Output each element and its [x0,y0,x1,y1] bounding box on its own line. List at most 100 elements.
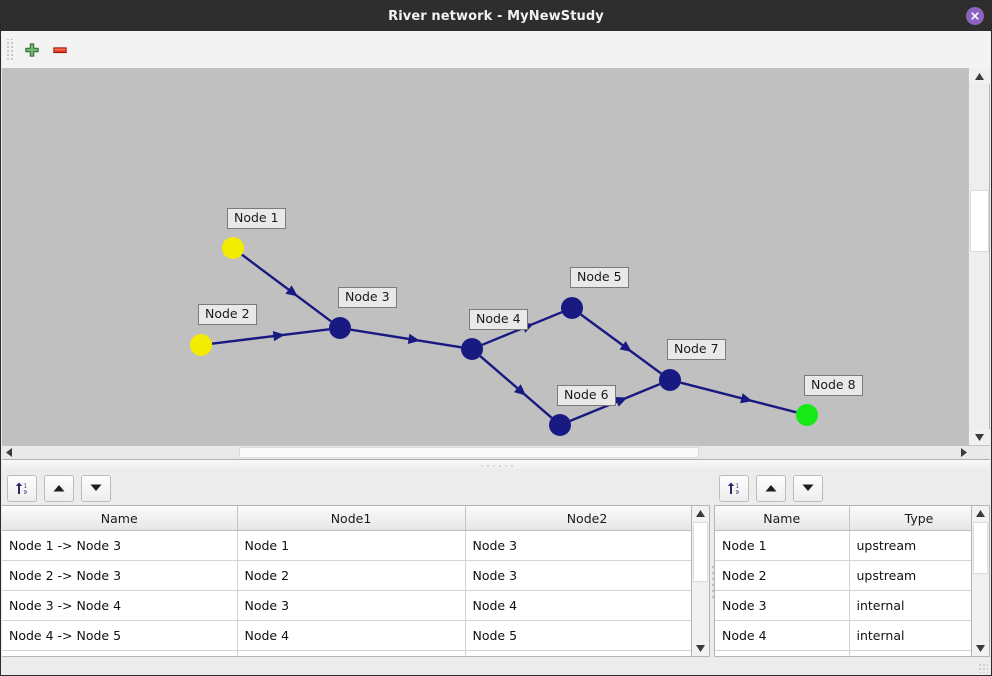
arrow-down-icon[interactable] [81,474,111,502]
graph-vscroll-thumb[interactable] [970,190,989,252]
graph-node[interactable] [461,338,483,360]
graph-edge[interactable] [680,381,797,414]
table-cell[interactable]: Node 2 [715,560,850,591]
table-cell[interactable]: Node 3 [465,530,709,561]
sort-ascending-icon[interactable]: 1 9 [7,474,37,502]
column-header[interactable]: Name [715,506,850,531]
table-empty-row [2,650,709,656]
table-cell[interactable]: upstream [849,560,989,591]
toolbar-drag-handle[interactable] [5,38,14,61]
column-header[interactable]: Node1 [237,506,466,531]
graph-hscroll-thumb[interactable] [239,447,699,458]
remove-minus-icon[interactable] [46,36,74,64]
table-cell[interactable]: Node 1 [237,530,466,561]
vertical-splitter[interactable] [710,505,714,657]
reaches-vertical-scrollbar[interactable] [691,505,710,657]
table-cell[interactable]: Node 4 -> Node 5 [2,620,238,651]
table-cell[interactable]: Node 3 [715,590,850,621]
table-cell[interactable]: Node 3 [465,560,709,591]
table-cell[interactable]: Node 4 [465,590,709,621]
graph-node[interactable] [796,404,818,426]
scroll-up-icon[interactable] [969,68,990,84]
table-cell[interactable]: Node 4 [237,620,466,651]
table-cell[interactable]: Node 3 -> Node 4 [2,590,238,621]
table-cell[interactable]: Node 2 [237,560,466,591]
table-cell[interactable]: Node 5 [465,620,709,651]
table-cell[interactable]: Node 2 -> Node 3 [2,560,238,591]
title-bar: River network - MyNewStudy [1,1,991,31]
graph-node-label[interactable]: Node 3 [338,287,397,308]
table-cell[interactable]: upstream [849,530,989,561]
graph-horizontal-scrollbar[interactable] [2,445,990,459]
network-graph-canvas[interactable] [2,68,968,445]
close-icon[interactable] [966,7,984,25]
scroll-down-icon[interactable] [972,641,989,656]
column-header[interactable]: Name [2,506,238,531]
graph-node-label[interactable]: Node 8 [804,375,863,396]
column-header[interactable]: Node2 [465,506,709,531]
graph-node[interactable] [549,414,571,436]
add-plus-icon[interactable] [18,36,46,64]
graph-edge-arrow [614,396,628,407]
table-cell[interactable]: Node 1 -> Node 3 [2,530,238,561]
arrow-up-icon[interactable] [44,474,74,502]
graph-node-label[interactable]: Node 2 [198,304,257,325]
scroll-down-icon[interactable] [969,429,990,445]
scroll-up-icon[interactable] [972,506,989,521]
table-cell[interactable]: internal [849,590,989,621]
graph-node-label[interactable]: Node 4 [469,309,528,330]
graph-node[interactable] [190,334,212,356]
arrow-up-icon[interactable] [756,474,786,502]
graph-edge[interactable] [580,313,662,375]
nodes-vscroll-thumb[interactable] [973,522,988,574]
graph-edge[interactable] [241,253,332,323]
graph-edge[interactable] [350,328,462,349]
graph-node[interactable] [561,297,583,319]
reaches-vscroll-thumb[interactable] [693,522,708,582]
table-cell[interactable]: Node 4 [715,620,850,651]
column-header[interactable]: Type [849,506,989,531]
main-toolbar [2,31,990,69]
graph-vertical-scrollbar[interactable] [968,68,990,445]
graph-node-label[interactable]: Node 1 [227,208,286,229]
nodes-vertical-scrollbar[interactable] [971,505,990,657]
table-cell [715,650,850,656]
scroll-right-icon[interactable] [957,446,971,459]
graph-edge[interactable] [211,328,330,345]
graph-node[interactable] [222,237,244,259]
graph-edge[interactable] [479,355,553,419]
graph-vscroll-trough[interactable] [969,84,989,429]
horizontal-splitter[interactable] [2,459,990,470]
scroll-up-icon[interactable] [692,506,709,521]
graph-node-label[interactable]: Node 7 [667,339,726,360]
sort-ascending-icon[interactable]: 1 9 [719,474,749,502]
table-cell[interactable]: Node 1 [715,530,850,561]
window-resize-grip[interactable] [978,663,988,673]
table-cell[interactable]: Node 3 [237,590,466,621]
arrow-down-icon[interactable] [793,474,823,502]
graph-node[interactable] [329,317,351,339]
table-cell [237,650,466,656]
scroll-down-icon[interactable] [692,641,709,656]
scroll-left-icon[interactable] [2,446,16,459]
graph-node-label[interactable]: Node 6 [557,385,616,406]
table-cell[interactable]: internal [849,620,989,651]
network-graph-panel[interactable]: Node 1 Node 2 Node 3 Node 4 Node 5 Node 6 Node… [2,68,990,459]
graph-node[interactable] [659,369,681,391]
nodes-toolbar: 1 9 [719,474,823,502]
graph-node-label[interactable]: Node 5 [570,267,629,288]
